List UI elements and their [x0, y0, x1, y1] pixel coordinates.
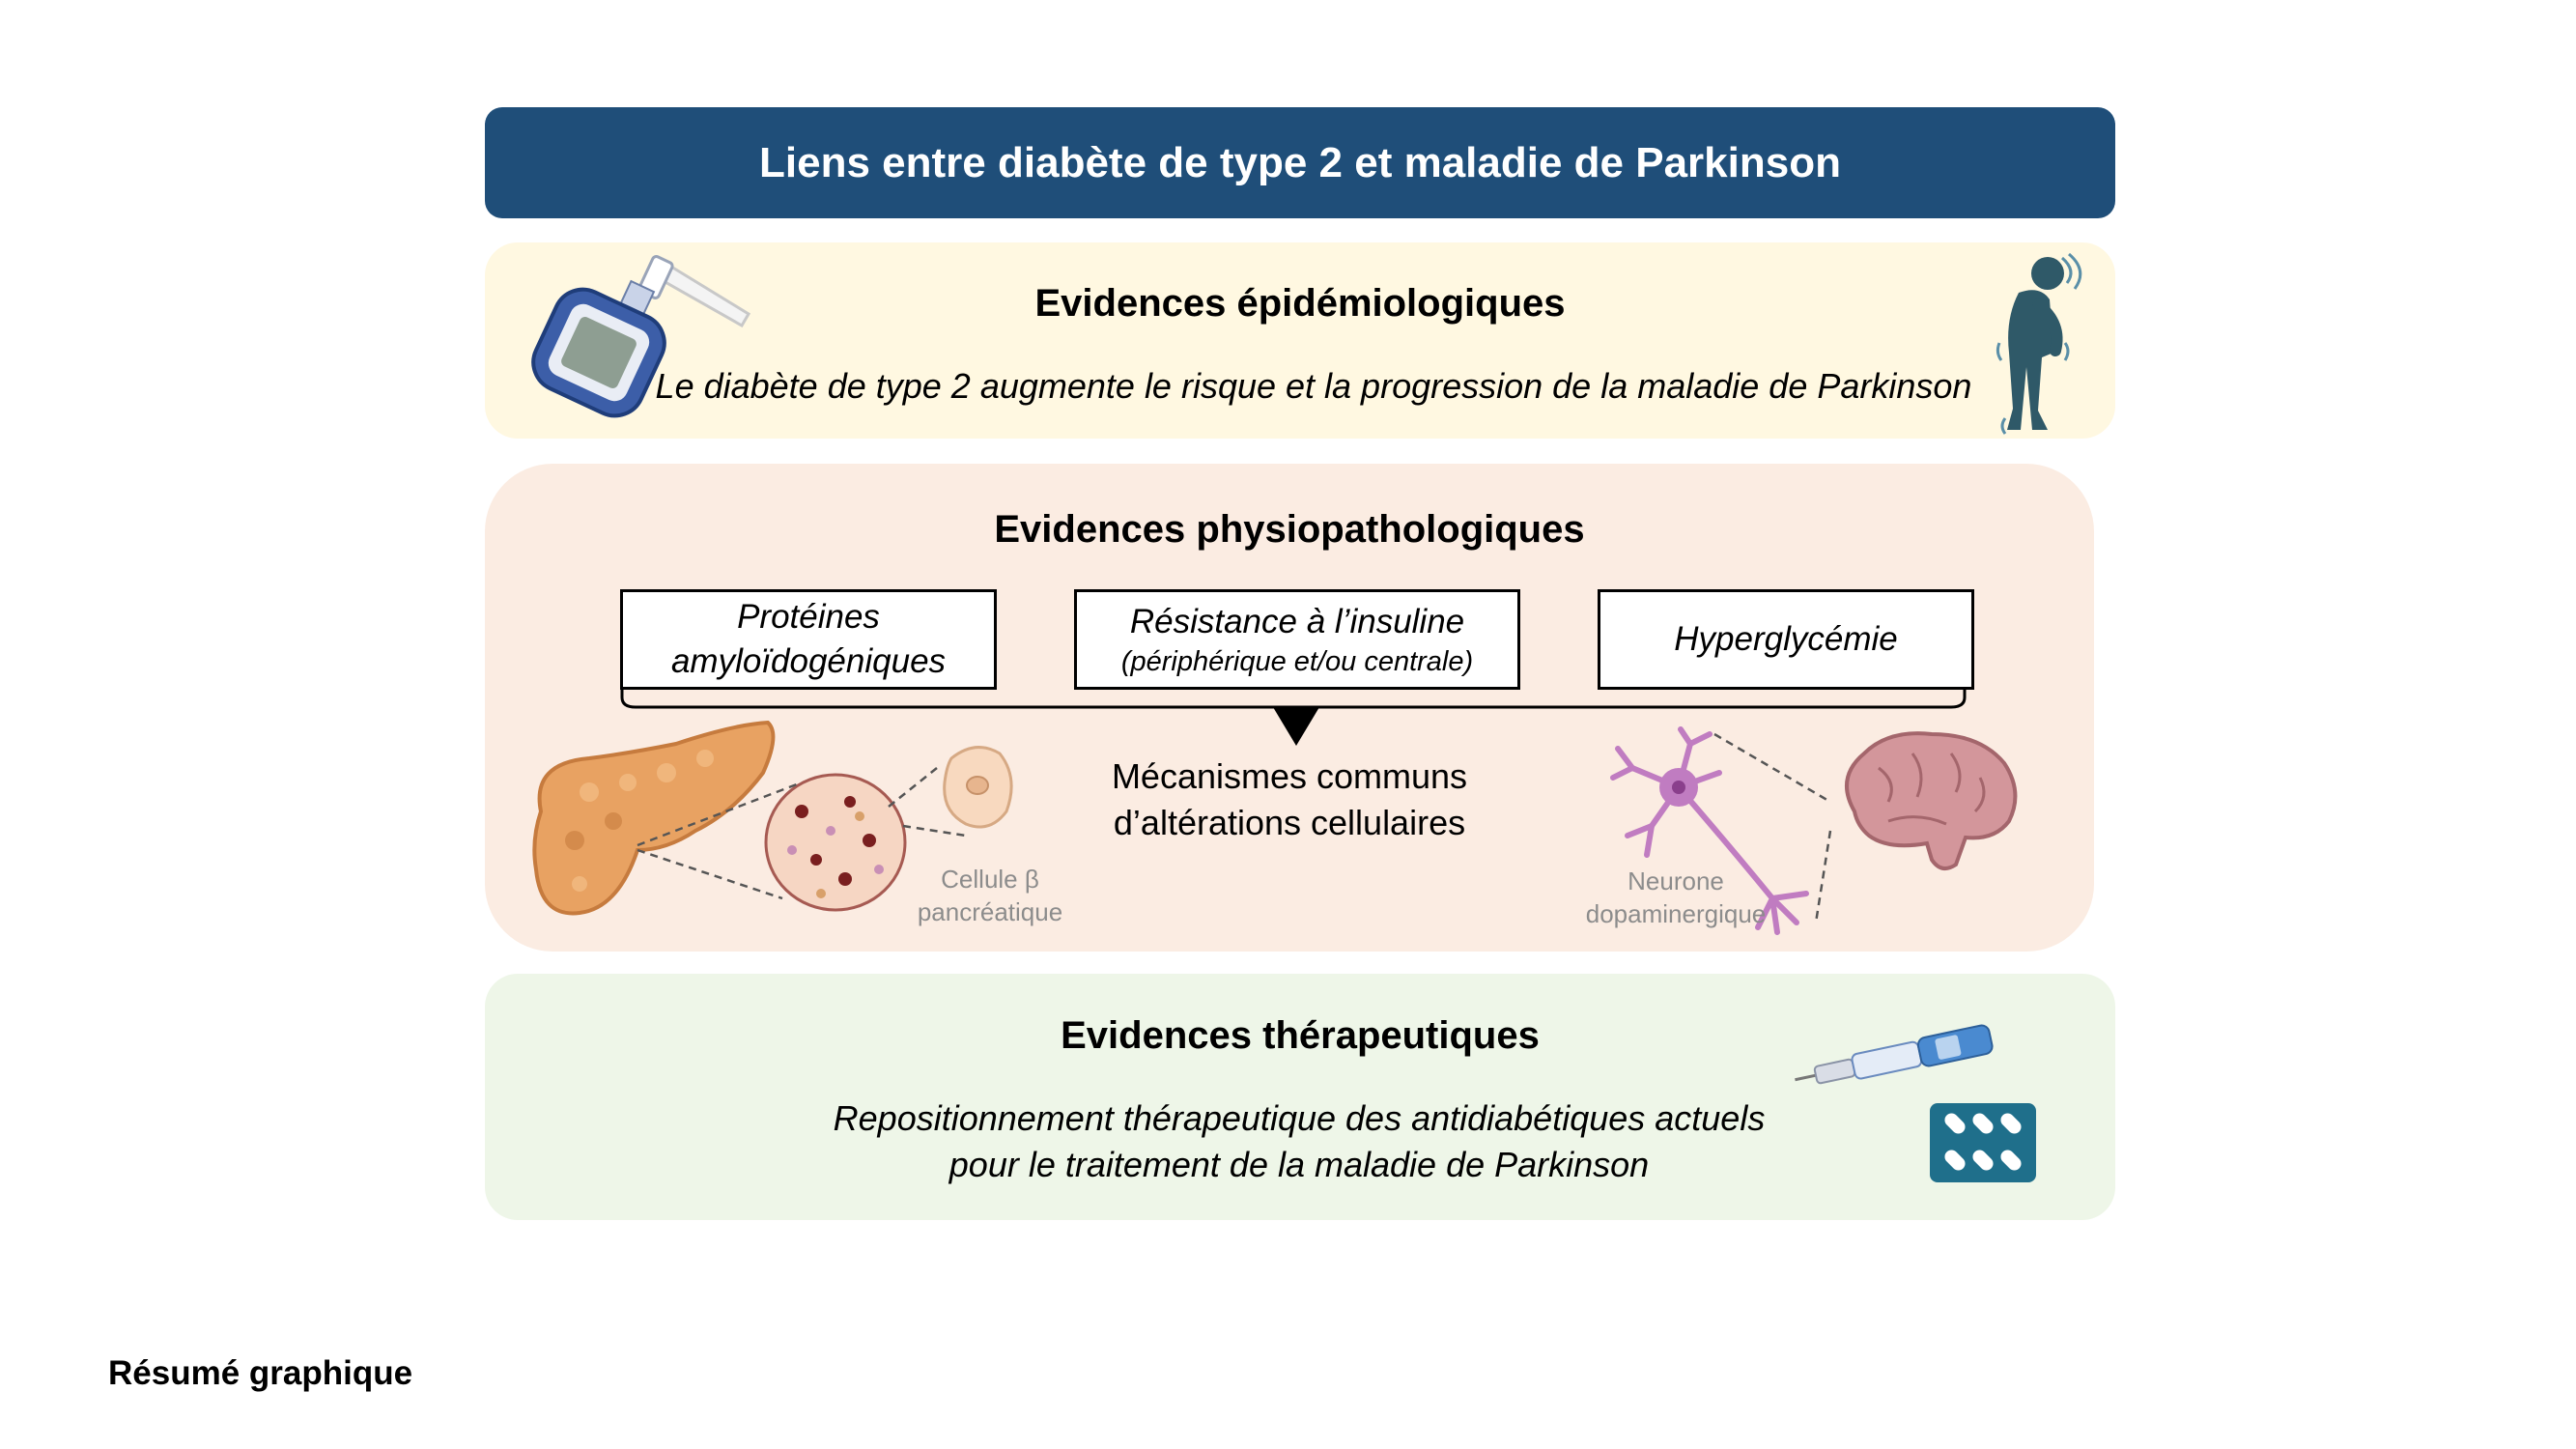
- physiopathology-heading: Evidences physiopathologiques: [994, 508, 1585, 551]
- bracket-connector: [620, 690, 1967, 746]
- down-arrow-icon: [1273, 707, 1319, 746]
- amyloid-proteins-box: Protéines amyloïdogéniques: [620, 589, 997, 690]
- epidemiology-text: Le diabète de type 2 augmente le risque …: [655, 366, 1972, 406]
- brain-icon: [1845, 731, 2018, 870]
- islet-icon: [764, 773, 907, 912]
- neuron-label-line2: dopaminergique: [1585, 899, 1767, 928]
- brain-connectors: [1713, 732, 1832, 923]
- hyperglycemia-box: Hyperglycémie: [1598, 589, 1974, 690]
- hyperglycemia-box-line1: Hyperglycémie: [1674, 620, 1898, 658]
- insulin-box-line1: Résistance à l’insuline: [1129, 603, 1465, 640]
- epidemiology-heading: Evidences épidémiologiques: [1034, 282, 1566, 325]
- beta-cell-label-line2: pancréatique: [917, 897, 1063, 926]
- therapeutics-line2: pour le traitement de la maladie de Park…: [948, 1145, 1650, 1184]
- insulin-pen-icon: [1795, 1024, 1994, 1085]
- mechanisms-line2: d’altérations cellulaires: [1113, 803, 1466, 842]
- glucometer-icon: [531, 255, 751, 418]
- pancreas-connectors: [637, 767, 967, 900]
- footer-label: Résumé graphique: [108, 1354, 413, 1392]
- pill-blister-icon: [1930, 1103, 2036, 1182]
- mechanisms-line1: Mécanismes communs: [1111, 756, 1468, 796]
- insulin-resistance-box: Résistance à l’insuline (périphérique et…: [1074, 589, 1520, 690]
- therapeutics-line1: Repositionnement thérapeutique des antid…: [833, 1098, 1766, 1138]
- title-bar: Liens entre diabète de type 2 et maladie…: [485, 107, 2115, 218]
- beta-cell-icon: [943, 746, 1013, 829]
- therapeutics-heading: Evidences thérapeutiques: [1061, 1014, 1540, 1057]
- parkinson-patient-icon: [1996, 252, 2082, 435]
- neuron-label-line1: Neurone: [1628, 867, 1724, 895]
- amyloid-box-line1: Protéines: [737, 598, 880, 636]
- neuron-icon: [1610, 726, 1809, 935]
- insulin-box-line2: (périphérique et/ou centrale): [1120, 646, 1474, 677]
- amyloid-box-line2: amyloïdogéniques: [670, 642, 947, 680]
- epidemiology-panel: [485, 242, 2115, 439]
- therapeutics-panel: [485, 974, 2115, 1220]
- beta-cell-label-line1: Cellule β: [941, 865, 1039, 894]
- page-title: Liens entre diabète de type 2 et maladie…: [759, 138, 1841, 186]
- pancreas-icon: [532, 720, 776, 916]
